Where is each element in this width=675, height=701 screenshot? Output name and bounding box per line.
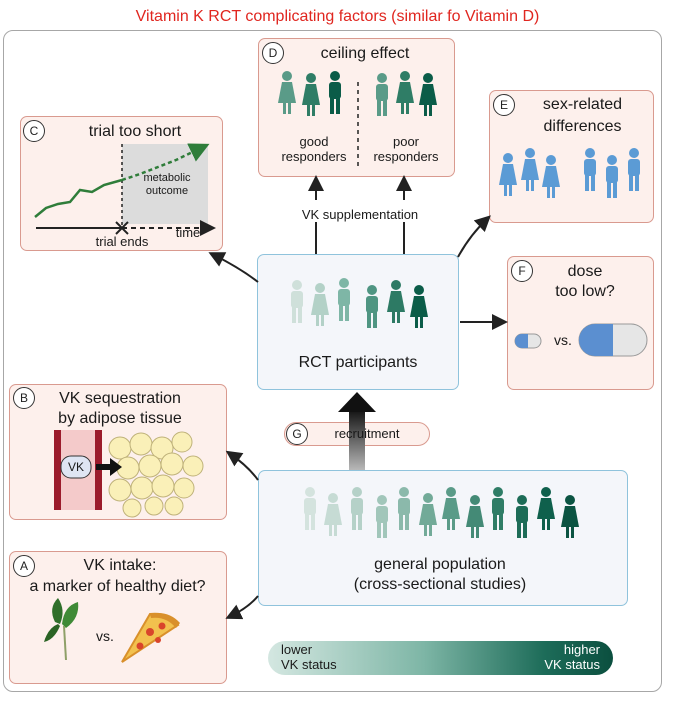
panel-a-vk-intake xyxy=(9,551,227,684)
post-trial-shade xyxy=(122,144,208,224)
metabolic-label: metabolic xyxy=(143,172,191,184)
panel-a-vs: vs. xyxy=(96,628,114,644)
panel-d-title: ceiling effect xyxy=(320,45,410,62)
vk-transfer-arrow xyxy=(96,458,122,476)
good-label: good xyxy=(299,134,329,149)
panel-e-sex-differences xyxy=(489,90,654,223)
poor-label: poor xyxy=(392,134,420,149)
panel-e-line1: sex-related xyxy=(542,96,623,113)
recruitment-arrow-head xyxy=(338,392,376,412)
population-line2: (cross-sectional studies) xyxy=(353,576,527,593)
outcome-line-projected xyxy=(121,143,210,182)
badge-b: B xyxy=(13,387,35,409)
higher-label: higher xyxy=(563,642,600,657)
panel-f-dose-too-low xyxy=(507,256,654,390)
panel-c-title: trial too short xyxy=(88,123,182,140)
badge-a: A xyxy=(13,555,35,577)
pizza-icon xyxy=(121,612,180,663)
large-pill xyxy=(578,323,648,357)
outcome-line-observed xyxy=(34,178,123,218)
figure-title: Vitamin K RCT complicating factors (simi… xyxy=(135,8,540,25)
panel-a-line2: a marker of healthy diet? xyxy=(29,578,206,595)
poor-responders-label: responders xyxy=(373,149,439,164)
general-population-box xyxy=(258,470,628,606)
arrow-to-panel-e xyxy=(457,215,491,258)
vk-supplementation-label: VK supplementation xyxy=(280,207,440,222)
lower-label: lower xyxy=(281,642,313,657)
population-line1: general population xyxy=(374,556,506,573)
panel-f-line1: dose xyxy=(567,263,603,280)
adipocytes xyxy=(108,431,204,518)
panel-f-vs: vs. xyxy=(554,332,572,348)
arrow-to-panel-a xyxy=(225,595,259,620)
panel-e-line2: differences xyxy=(543,118,622,135)
lower-vk-status-label: VK status xyxy=(281,657,337,672)
small-pill xyxy=(514,333,542,349)
badge-f: F xyxy=(511,260,533,282)
general-population-people xyxy=(304,487,579,538)
panel-b-line1: VK sequestration xyxy=(59,390,181,407)
panel-a-line1: VK intake: xyxy=(83,557,157,574)
spinach-icon xyxy=(44,598,79,661)
arrow-to-panel-b xyxy=(225,450,259,481)
rct-participant-people xyxy=(291,278,428,328)
good-responders-label: responders xyxy=(281,149,347,164)
good-responders-people xyxy=(278,71,341,116)
rct-participants-box xyxy=(257,254,459,390)
badge-e: E xyxy=(493,94,515,116)
badge-g: G xyxy=(286,423,308,445)
panel-d-ceiling-effect xyxy=(258,38,455,177)
female-people xyxy=(499,148,560,198)
vk-molecule xyxy=(60,455,92,479)
trial-ends-label: trial ends xyxy=(95,234,149,249)
panel-b-line2: by adipose tissue xyxy=(58,410,182,427)
time-label: time xyxy=(175,225,201,240)
male-people xyxy=(584,148,640,198)
badge-c: C xyxy=(23,120,45,142)
vk-status-gradient-bar xyxy=(268,641,613,675)
recruitment-arrow-shaft xyxy=(349,409,365,470)
vk-molecule-label: VK xyxy=(67,460,84,474)
trial-end-cross xyxy=(115,221,129,235)
arrow-to-panel-c xyxy=(208,252,259,283)
rct-participants-label: RCT participants xyxy=(298,354,418,371)
higher-vk-status-label: VK status xyxy=(544,657,600,672)
poor-responders-people xyxy=(376,71,437,116)
panel-f-line2: too low? xyxy=(555,283,615,300)
recruitment-label: recruitment xyxy=(334,426,400,441)
badge-d: D xyxy=(262,42,284,64)
outcome-label: outcome xyxy=(145,185,189,197)
